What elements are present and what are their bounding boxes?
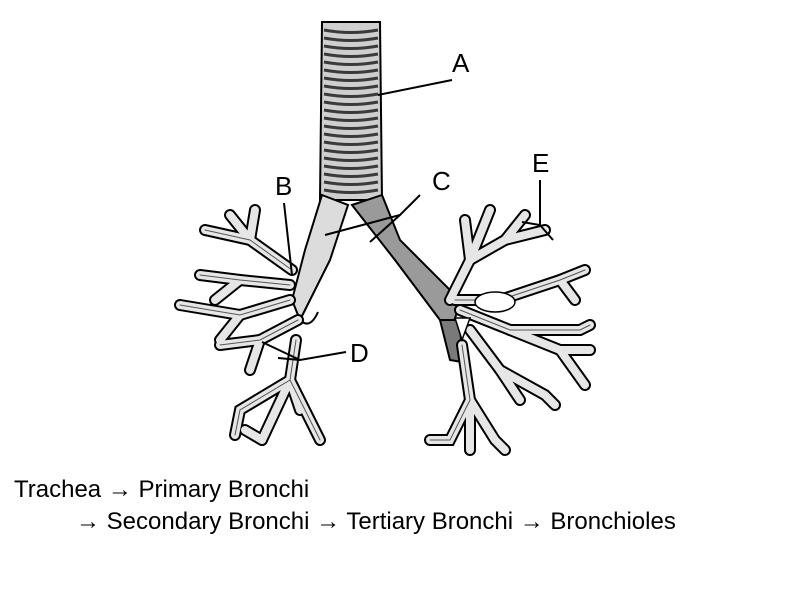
cartilage-ring bbox=[323, 124, 379, 130]
cartilage-ring bbox=[323, 172, 379, 178]
cartilage-ring bbox=[323, 180, 379, 186]
leader-line-b bbox=[283, 202, 293, 276]
cartilage-ring bbox=[323, 164, 379, 170]
label-a: A bbox=[452, 48, 470, 78]
left-primary-bronchus bbox=[290, 193, 350, 325]
cartilage-ring bbox=[323, 140, 379, 146]
cartilage-ring bbox=[323, 156, 379, 162]
cartilage-ring bbox=[323, 44, 379, 50]
cartilage-ring bbox=[323, 100, 379, 106]
trachea-cartilage-rings bbox=[323, 28, 379, 194]
cartilage-ring bbox=[323, 76, 379, 82]
label-c: C bbox=[432, 166, 451, 196]
bronchial-tree-diagram: A B C D E bbox=[174, 21, 596, 456]
leader-lines bbox=[261, 79, 554, 362]
cartilage-ring bbox=[323, 84, 379, 90]
left-bronchial-branches bbox=[174, 204, 326, 446]
leader-line-a bbox=[377, 79, 453, 96]
cartilage-ring bbox=[323, 36, 379, 42]
cartilage-ring bbox=[323, 148, 379, 154]
leader-line-d-1 bbox=[261, 341, 347, 362]
cartilage-ring bbox=[323, 60, 379, 66]
right-bronchial-branches bbox=[424, 204, 596, 456]
leader-line-c-2 bbox=[369, 214, 401, 243]
caption-line-2: → Secondary Bronchi → Tertiary Bronchi →… bbox=[76, 508, 676, 535]
cartilage-ring bbox=[323, 188, 379, 194]
cartilage-ring bbox=[323, 92, 379, 98]
trachea bbox=[318, 21, 384, 201]
cartilage-ring bbox=[323, 68, 379, 74]
label-b: B bbox=[275, 171, 292, 201]
leader-line-d-2 bbox=[277, 357, 301, 361]
cartilage-ring bbox=[323, 132, 379, 138]
label-d: D bbox=[350, 338, 369, 368]
cartilage-ring bbox=[323, 52, 379, 58]
label-e: E bbox=[532, 148, 549, 178]
caption-line-1: Trachea → Primary Bronchi bbox=[14, 476, 310, 503]
bracket-e bbox=[521, 221, 554, 241]
right-primary-bronchus bbox=[350, 193, 464, 364]
cartilage-ring bbox=[323, 108, 379, 114]
cartilage-ring bbox=[323, 28, 379, 34]
cartilage-ring bbox=[323, 116, 379, 122]
